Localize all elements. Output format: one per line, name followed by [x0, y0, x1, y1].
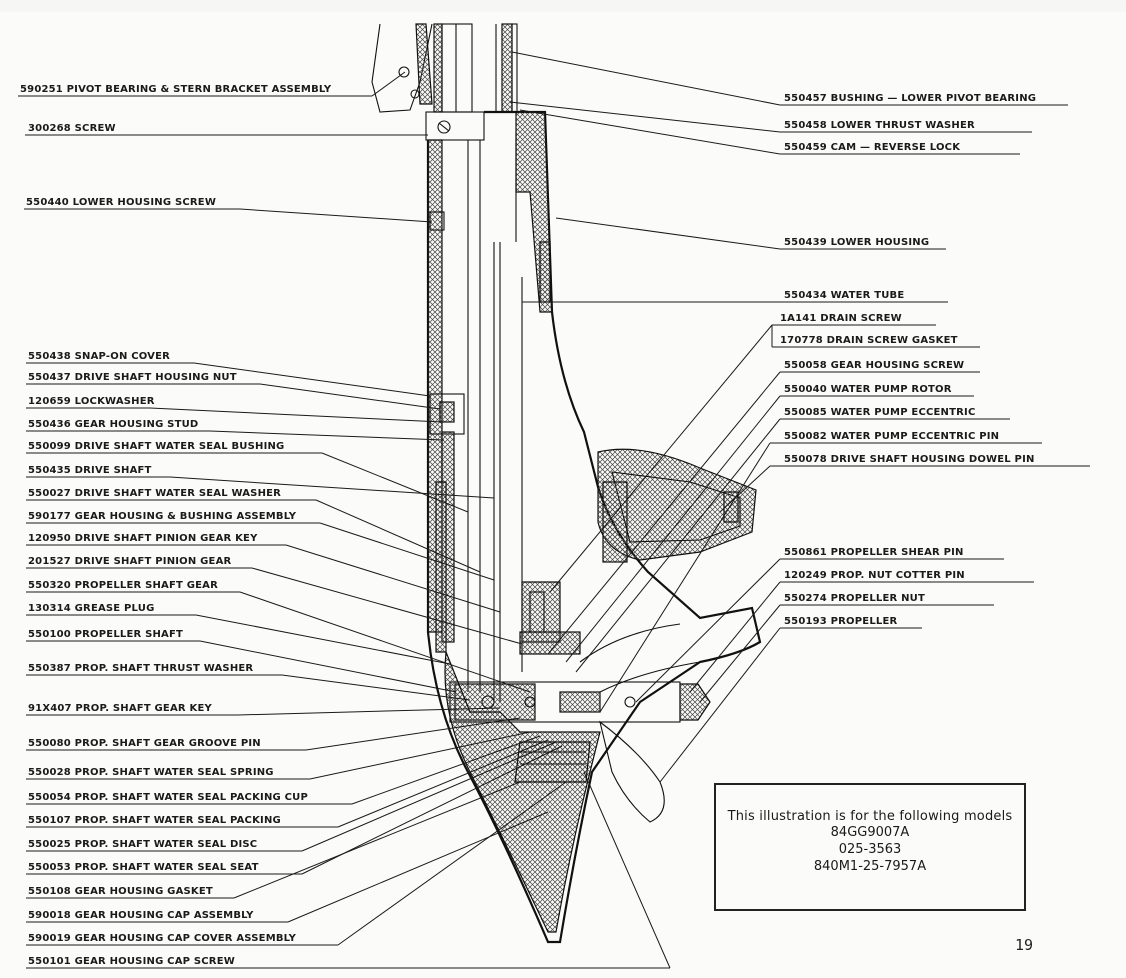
label-propeller-shaft-gear: 550320 PROPELLER SHAFT GEAR [28, 580, 218, 591]
label-gear-key: 91X407 PROP. SHAFT GEAR KEY [28, 703, 212, 714]
label-water-pump-rotor: 550040 WATER PUMP ROTOR [784, 384, 952, 395]
label-cotter-pin: 120249 PROP. NUT COTTER PIN [784, 570, 965, 581]
label-grease-plug: 130314 GREASE PLUG [28, 603, 155, 614]
label-lower-thrust-washer: 550458 LOWER THRUST WASHER [784, 120, 975, 131]
label-water-tube: 550434 WATER TUBE [784, 290, 904, 301]
models-box-title: This illustration is for the following m… [727, 809, 1013, 824]
label-groove-pin: 550080 PROP. SHAFT GEAR GROOVE PIN [28, 738, 261, 749]
label-drive-shaft: 550435 DRIVE SHAFT [28, 465, 152, 476]
label-eccentric-pin: 550082 WATER PUMP ECCENTRIC PIN [784, 431, 999, 442]
label-seal-packing: 550107 PROP. SHAFT WATER SEAL PACKING [28, 815, 281, 826]
label-thrust-washer: 550387 PROP. SHAFT THRUST WASHER [28, 663, 253, 674]
models-box: This illustration is for the following m… [714, 783, 1026, 911]
label-drain-screw-gasket: 170778 DRAIN SCREW GASKET [780, 335, 958, 346]
label-snap-on-cover: 550438 SNAP-ON COVER [28, 351, 170, 362]
label-ds-water-seal-washer: 550027 DRIVE SHAFT WATER SEAL WASHER [28, 488, 281, 499]
label-dowel-pin: 550078 DRIVE SHAFT HOUSING DOWEL PIN [784, 454, 1035, 465]
label-bushing-lower-pivot: 550457 BUSHING — LOWER PIVOT BEARING [784, 93, 1036, 104]
label-drive-shaft-housing-nut: 550437 DRIVE SHAFT HOUSING NUT [28, 372, 237, 383]
label-propeller: 550193 PROPELLER [784, 616, 897, 627]
model-number: 84GG9007A [830, 825, 910, 840]
label-pinion-gear: 201527 DRIVE SHAFT PINION GEAR [28, 556, 232, 567]
model-number: 025-3563 [838, 842, 902, 857]
label-lockwasher: 120659 LOCKWASHER [28, 396, 155, 407]
page-sheet: 590251 PIVOT BEARING & STERN BRACKET ASS… [0, 12, 1126, 978]
label-gear-housing-screw: 550058 GEAR HOUSING SCREW [784, 360, 964, 371]
label-cap-cover-assembly: 590019 GEAR HOUSING CAP COVER ASSEMBLY [28, 933, 297, 944]
label-ds-water-seal-bushing: 550099 DRIVE SHAFT WATER SEAL BUSHING [28, 441, 284, 452]
label-shear-pin: 550861 PROPELLER SHEAR PIN [784, 547, 964, 558]
label-gear-housing-gasket: 550108 GEAR HOUSING GASKET [28, 886, 213, 897]
label-cap-screw: 550101 GEAR HOUSING CAP SCREW [28, 956, 235, 967]
model-number: 840M1-25-7957A [813, 859, 927, 874]
label-seal-seat: 550053 PROP. SHAFT WATER SEAL SEAT [28, 862, 259, 873]
label-screw: 300268 SCREW [28, 123, 116, 134]
parts-diagram: 590251 PIVOT BEARING & STERN BRACKET ASS… [18, 23, 1090, 969]
label-seal-spring: 550028 PROP. SHAFT WATER SEAL SPRING [28, 767, 274, 778]
label-lower-housing-screw: 550440 LOWER HOUSING SCREW [26, 197, 216, 208]
label-drain-screw: 1A141 DRAIN SCREW [780, 313, 902, 324]
left-labels: 590251 PIVOT BEARING & STERN BRACKET ASS… [18, 71, 671, 969]
right-labels: 550457 BUSHING — LOWER PIVOT BEARING 550… [509, 51, 1090, 783]
page-number: 19 [1015, 936, 1034, 954]
label-cam-reverse-lock: 550459 CAM — REVERSE LOCK [784, 142, 961, 153]
label-lower-housing: 550439 LOWER HOUSING [784, 237, 929, 248]
label-gear-housing-stud: 550436 GEAR HOUSING STUD [28, 419, 198, 430]
label-pinion-gear-key: 120950 DRIVE SHAFT PINION GEAR KEY [28, 533, 258, 544]
label-pivot-bearing: 590251 PIVOT BEARING & STERN BRACKET ASS… [20, 84, 332, 95]
label-water-pump-eccentric: 550085 WATER PUMP ECCENTRIC [784, 407, 976, 418]
label-packing-cup: 550054 PROP. SHAFT WATER SEAL PACKING CU… [28, 792, 308, 803]
label-propeller-shaft: 550100 PROPELLER SHAFT [28, 629, 183, 640]
lower-unit-drawing [371, 23, 762, 944]
label-cap-assembly: 590018 GEAR HOUSING CAP ASSEMBLY [28, 910, 254, 921]
label-seal-disc: 550025 PROP. SHAFT WATER SEAL DISC [28, 839, 257, 850]
label-propeller-nut: 550274 PROPELLER NUT [784, 593, 925, 604]
label-gear-housing-bushing: 590177 GEAR HOUSING & BUSHING ASSEMBLY [28, 511, 297, 522]
